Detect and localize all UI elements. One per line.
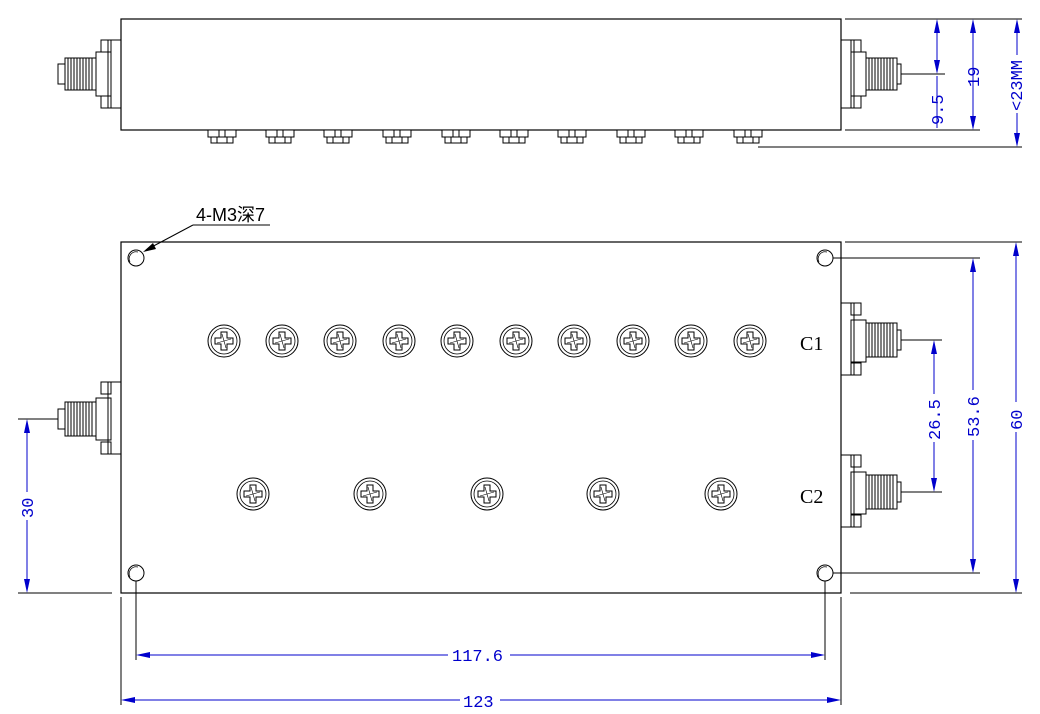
dim-height-60: 60	[1007, 242, 1028, 593]
dim-123-text: 123	[463, 694, 494, 713]
dim-30-text: 30	[20, 498, 39, 518]
front-left-connector	[57, 381, 122, 455]
dim-width-123: 123	[121, 690, 841, 713]
dim-26-5-text: 26.5	[927, 399, 946, 440]
dim-port-spacing: 26.5	[925, 340, 946, 492]
dim-hole-horizontal: 117.6	[136, 645, 825, 667]
port-label-c2: C2	[800, 486, 823, 508]
dim-23mm: <23MM	[1009, 60, 1028, 111]
hole-callout-text: 4-M3深7	[196, 205, 265, 225]
front-connector-c2	[840, 454, 902, 528]
front-connector-c1	[840, 302, 902, 376]
dim-hole-vertical: 53.6	[964, 258, 985, 573]
top-view: 9.5 19 <23MM	[57, 18, 1028, 148]
port-label-c1: C1	[800, 333, 823, 355]
dim-60-text: 60	[1009, 410, 1028, 430]
dim-53-6-text: 53.6	[966, 396, 985, 437]
top-right-connector	[840, 39, 902, 109]
hole-callout: 4-M3深7	[143, 205, 270, 252]
dim-117-6-text: 117.6	[452, 648, 503, 667]
dim-19: 19	[966, 67, 985, 87]
dim-left-30: 30	[18, 419, 39, 593]
dim-9-5: 9.5	[930, 94, 949, 125]
tuning-nuts	[207, 129, 763, 144]
top-height-dims: 9.5 19 <23MM	[930, 19, 1028, 147]
front-view-housing	[120, 241, 842, 594]
top-left-connector	[57, 39, 122, 109]
top-view-housing	[120, 18, 842, 131]
front-view: 4-M3深7 C1 C2	[18, 205, 1028, 713]
